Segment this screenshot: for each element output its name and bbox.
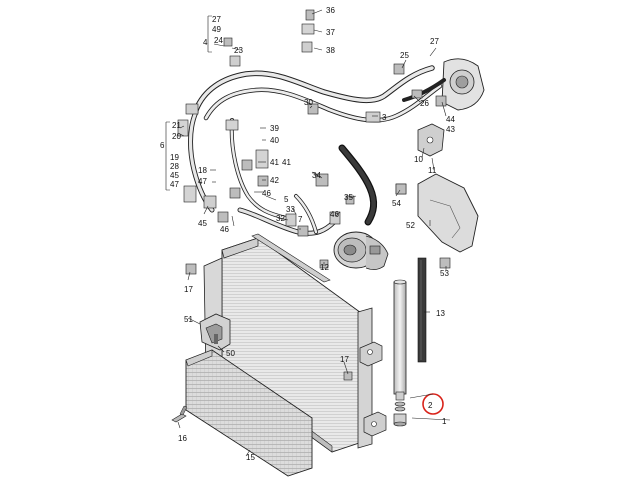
- part-label-44: 44: [446, 115, 455, 124]
- part-label-5: 5: [284, 195, 289, 204]
- part-label-54: 54: [392, 199, 401, 208]
- part-label-47: 47: [198, 177, 207, 186]
- part-label-25: 25: [400, 51, 409, 60]
- part-label-45: 45: [198, 219, 207, 228]
- highlight-ring: [422, 393, 444, 415]
- upper-seal-bar: [251, 233, 331, 283]
- compressor: [333, 231, 389, 270]
- part-label-40: 40: [270, 136, 279, 145]
- part-label-53: 53: [440, 269, 449, 278]
- leader-lines: [177, 9, 451, 457]
- part-label-43: 43: [446, 125, 455, 134]
- part-label-3: 3: [382, 113, 387, 122]
- part-label-34: 34: [312, 171, 321, 180]
- clip-16: [171, 405, 188, 423]
- part-label-12: 12: [320, 263, 329, 272]
- part-label-2: 2: [428, 401, 433, 410]
- part-label-35: 35: [344, 193, 353, 202]
- heat-shield: [417, 173, 479, 253]
- part-label-36: 36: [326, 6, 335, 15]
- label-group-brackets: [165, 15, 212, 191]
- part-label-28: 28: [170, 162, 179, 171]
- part-label-17: 17: [184, 285, 193, 294]
- condenser-bracket-bottom: [363, 411, 387, 437]
- part-label-52: 52: [406, 221, 415, 230]
- part-label-46: 46: [330, 210, 339, 219]
- seal-strip: [417, 257, 427, 363]
- part-label-4: 4: [203, 38, 208, 47]
- part-label-10: 10: [414, 155, 423, 164]
- receiver-drier: [393, 279, 407, 427]
- part-label-51: 51: [184, 315, 193, 324]
- part-label-41: 41: [270, 158, 279, 167]
- part-label-46: 46: [262, 189, 271, 198]
- front-grille: [185, 349, 313, 477]
- part-label-15: 15: [246, 453, 255, 462]
- part-label-26: 26: [420, 99, 429, 108]
- part-label-39: 39: [270, 124, 279, 133]
- part-label-38: 38: [326, 46, 335, 55]
- part-label-17: 17: [340, 355, 349, 364]
- part-label-20: 20: [172, 132, 181, 141]
- part-label-37: 37: [326, 28, 335, 37]
- blower-unit: [441, 58, 485, 111]
- part-label-18: 18: [198, 166, 207, 175]
- part-label-27: 27: [212, 15, 221, 24]
- part-label-33: 33: [286, 205, 295, 214]
- part-label-49: 49: [212, 25, 221, 34]
- part-label-42: 42: [270, 176, 279, 185]
- part-label-11: 11: [428, 166, 437, 175]
- part-label-6: 6: [160, 141, 165, 150]
- part-label-47: 47: [170, 180, 179, 189]
- part-label-41: 41: [282, 158, 291, 167]
- condenser-bracket-top: [359, 341, 383, 367]
- part-label-16: 16: [178, 434, 187, 443]
- part-label-46: 46: [220, 225, 229, 234]
- part-label-7: 7: [298, 215, 303, 224]
- refrigerant-hoses: [188, 65, 446, 236]
- part-label-1: 1: [442, 417, 447, 426]
- part-label-23: 23: [234, 46, 243, 55]
- part-label-19: 19: [170, 153, 179, 162]
- part-label-24: 24: [214, 36, 223, 45]
- part-label-21: 21: [172, 121, 181, 130]
- part-label-45: 45: [170, 171, 179, 180]
- bracket-10-11: [417, 123, 445, 157]
- part-label-30: 30: [304, 98, 313, 107]
- part-label-50: 50: [226, 349, 235, 358]
- part-label-27: 27: [430, 37, 439, 46]
- left-mount-bracket: [199, 313, 231, 351]
- part-label-32: 32: [276, 214, 285, 223]
- part-label-13: 13: [436, 309, 445, 318]
